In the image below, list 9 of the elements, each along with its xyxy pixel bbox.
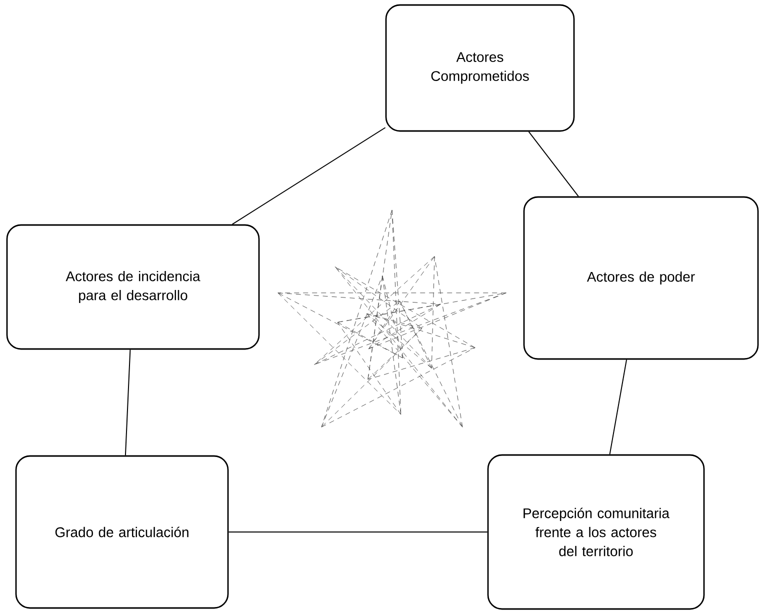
- rounded-box: Actores de incidencia para el desarrollo: [6, 224, 260, 350]
- connector-line: [528, 131, 579, 197]
- rounded-box: Grado de articulación: [15, 455, 229, 609]
- connector-line: [609, 359, 628, 455]
- connector-line: [232, 127, 386, 225]
- rounded-box: Actores Comprometidos: [385, 4, 575, 132]
- rounded-box: Percepción comunitaria frente a los actores del territorio: [487, 454, 705, 610]
- connector-line: [124, 349, 131, 456]
- rounded-box: Actores de poder: [523, 196, 759, 360]
